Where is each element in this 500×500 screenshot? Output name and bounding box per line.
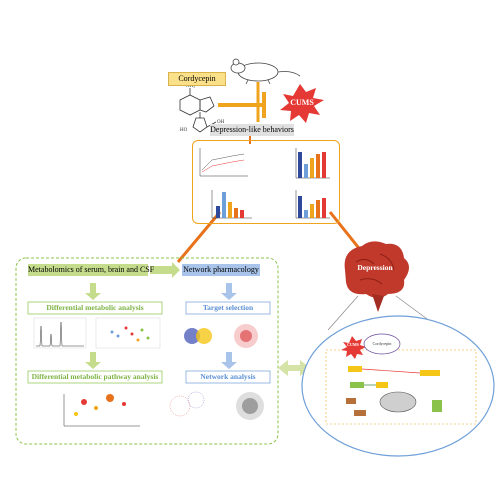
inner-blob-3 bbox=[432, 400, 442, 412]
network-thumbnail-1 bbox=[169, 391, 205, 417]
cordycepin-label: Cordycepin bbox=[168, 72, 226, 86]
mouse-icon bbox=[230, 58, 301, 85]
connector-left bbox=[176, 211, 222, 263]
pathway-thumbnail bbox=[63, 394, 140, 427]
inner-compound-ellipse bbox=[363, 333, 401, 355]
brain-line-left bbox=[327, 295, 359, 331]
blue-down-arrow-2 bbox=[221, 352, 237, 369]
inner-receptor bbox=[379, 391, 417, 413]
ho-text: HO bbox=[180, 128, 188, 133]
inner-cums-burst bbox=[341, 336, 366, 359]
cums-burst bbox=[280, 84, 324, 123]
nh2-text: NH₂ bbox=[186, 84, 195, 89]
cums-label: CUMS bbox=[290, 98, 314, 107]
oh-text: OH bbox=[217, 120, 225, 125]
inner-path-1 bbox=[361, 368, 421, 374]
diff-metabolic-title: Differential metabolic analysis bbox=[46, 303, 144, 312]
inner-node-1 bbox=[348, 366, 362, 372]
green-down-arrow-2 bbox=[85, 352, 101, 369]
inner-cums-label: CUMS bbox=[347, 342, 359, 347]
inner-node-4 bbox=[420, 370, 440, 376]
target-selection-title: Target selection bbox=[202, 303, 254, 312]
left-panel-frame bbox=[15, 257, 279, 445]
blue-down-arrow-1 bbox=[221, 283, 237, 300]
inner-blob-2 bbox=[354, 410, 366, 416]
pathway-box bbox=[27, 370, 163, 384]
metabolomics-thumbnail-2 bbox=[95, 317, 161, 349]
inner-node-3 bbox=[376, 382, 388, 388]
behavior-bar-chart-3 bbox=[295, 190, 330, 219]
mechanism-ellipse bbox=[301, 315, 495, 457]
behavior-line-chart bbox=[199, 148, 248, 177]
network-analysis-title: Network analysis bbox=[200, 372, 256, 381]
venn-diagram bbox=[184, 328, 212, 344]
network-pharmacology-header: Network pharmacology bbox=[182, 264, 260, 276]
green-down-arrow-1 bbox=[85, 283, 101, 300]
depression-label: Depression bbox=[357, 263, 393, 272]
diff-metabolic-box bbox=[27, 301, 163, 315]
behavior-bar-chart-1 bbox=[295, 148, 330, 179]
inner-node-2 bbox=[350, 382, 364, 388]
behavior-header: Depression-like behaviors bbox=[210, 124, 294, 136]
brain-icon bbox=[344, 241, 409, 312]
metabolomics-header: Metabolomics of serum, brain and CSF bbox=[28, 264, 155, 276]
target-network-thumbnail bbox=[234, 324, 258, 348]
double-arrow bbox=[278, 360, 310, 376]
behavior-panel bbox=[192, 140, 340, 224]
pathway-title: Differential metabolic pathway analysis bbox=[31, 372, 159, 381]
network-thumbnail-2 bbox=[236, 392, 264, 420]
inner-compound-label: Cordycepin bbox=[372, 341, 392, 346]
target-selection-box bbox=[185, 301, 271, 315]
behavior-bar-chart-2 bbox=[211, 190, 252, 219]
header-arrow bbox=[150, 262, 180, 278]
metabolomics-thumbnail-1 bbox=[33, 317, 87, 349]
network-analysis-box bbox=[185, 370, 271, 384]
inner-blob-1 bbox=[346, 398, 356, 404]
